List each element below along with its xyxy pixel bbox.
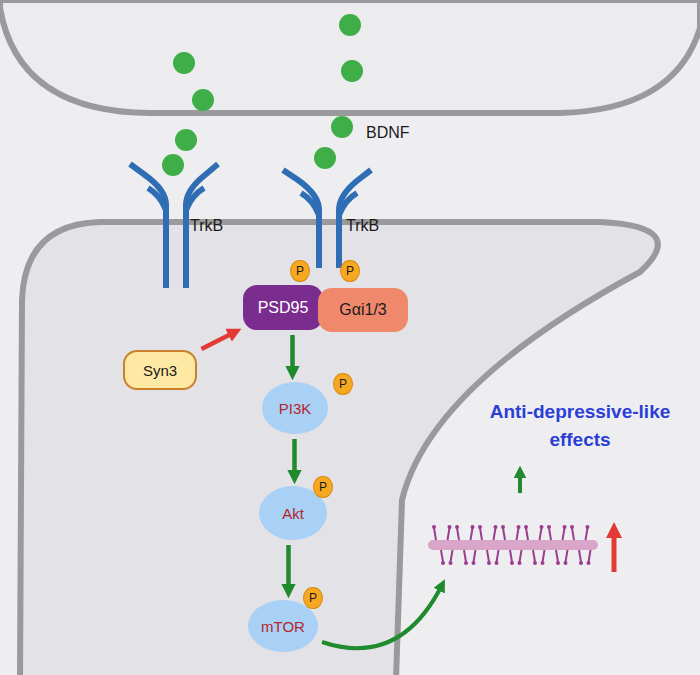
node-text: P bbox=[339, 378, 347, 390]
node-text: P bbox=[309, 592, 317, 604]
presynaptic-terminal bbox=[0, 0, 700, 113]
phospho-circle: P bbox=[340, 260, 360, 283]
kinase-ellipse: PI3K bbox=[262, 382, 328, 434]
dendrite-spines bbox=[428, 525, 598, 565]
phospho-circle: P bbox=[290, 260, 310, 283]
signal-arrow bbox=[292, 439, 297, 477]
bdnf-dots bbox=[162, 14, 363, 176]
node-text: P bbox=[346, 265, 354, 277]
effect-arrow bbox=[518, 472, 522, 493]
receptor-label: TrkB bbox=[190, 214, 223, 237]
receptor-label: TrkB bbox=[346, 214, 379, 237]
ligand-label: BDNF bbox=[366, 121, 410, 144]
phospho-circle: P bbox=[333, 373, 353, 396]
protein-box: PSD95 bbox=[243, 285, 323, 330]
signal-arrow bbox=[290, 335, 295, 373]
node-text: Gαi1/3 bbox=[339, 302, 387, 318]
node-text: mTOR bbox=[261, 619, 305, 634]
effect-label: Anti-depressive-like effects bbox=[466, 398, 694, 453]
node-text: P bbox=[296, 265, 304, 277]
increase-arrow bbox=[612, 530, 617, 572]
phospho-circle: P bbox=[313, 476, 333, 499]
node-text: P bbox=[319, 481, 327, 493]
node-text: Syn3 bbox=[143, 363, 177, 378]
node-text: Akt bbox=[282, 506, 304, 521]
signal-arrow bbox=[286, 545, 291, 591]
signal-arrow bbox=[322, 585, 442, 648]
signal-arrow bbox=[201, 332, 235, 349]
protein-box: Gαi1/3 bbox=[318, 288, 408, 332]
phospho-circle: P bbox=[303, 587, 323, 610]
compound-box: Syn3 bbox=[123, 350, 197, 390]
node-text: PSD95 bbox=[258, 300, 309, 316]
node-text: PI3K bbox=[279, 401, 312, 416]
